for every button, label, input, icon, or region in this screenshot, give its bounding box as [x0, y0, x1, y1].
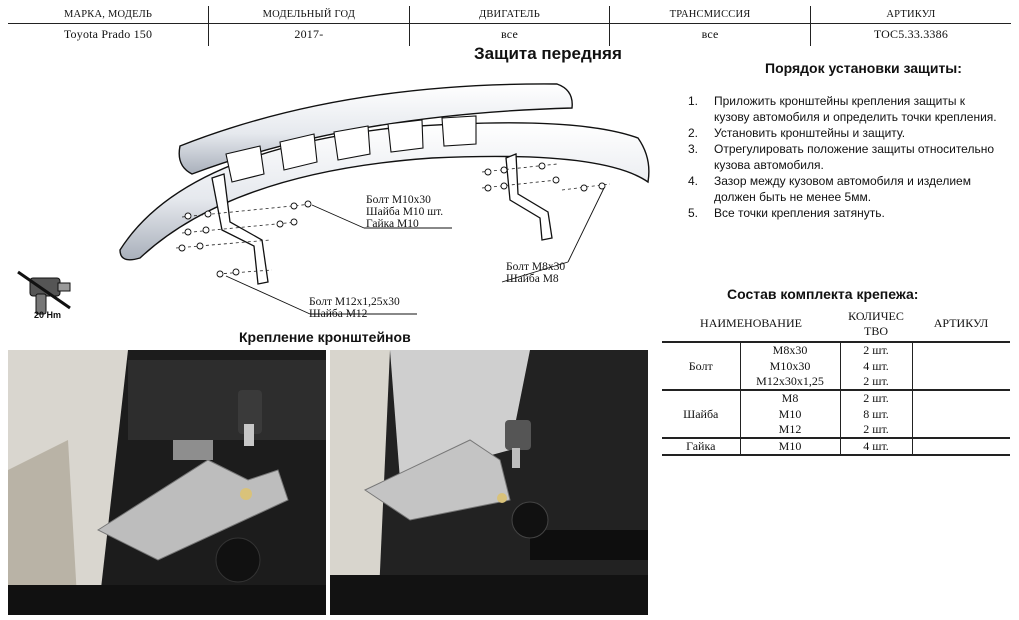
header-values-row: Toyota Prado 150 2017- все все TOC5.33.3… — [8, 23, 1011, 46]
kit-article-cell — [911, 437, 1010, 456]
torque-wrench-icon — [14, 264, 76, 322]
kit-header-article: АРТИКУЛ — [912, 306, 1010, 343]
guard-drawing-illustration — [119, 83, 650, 315]
table-row: М10х30 4 шт. — [662, 358, 1010, 374]
kit-header-name: НАИМЕНОВАНИЕ — [662, 306, 840, 343]
header-col-year: МОДЕЛЬНЫЙ ГОД — [208, 6, 410, 24]
value-year: 2017- — [208, 23, 410, 46]
instruction-step: 4. Зазор между кузовом автомобиля и изде… — [688, 174, 971, 204]
instruction-step: 5. Все точки крепления затянуть. — [688, 206, 885, 220]
m8-fasteners-label: Болт М8х30 Шайба М8 — [506, 261, 566, 285]
torque-label: 20 Hm — [34, 310, 62, 320]
header-col-model: МАРКА, МОДЕЛЬ — [8, 6, 209, 24]
header-row: МАРКА, МОДЕЛЬ МОДЕЛЬНЫЙ ГОД ДВИГАТЕЛЬ ТР… — [8, 6, 1011, 24]
instructions-title: Порядок установки защиты: — [765, 60, 962, 76]
page-title: Защита передняя — [474, 44, 622, 63]
value-transmission: все — [609, 23, 811, 46]
header-col-engine: ДВИГАТЕЛЬ — [408, 6, 610, 24]
value-article: TOC5.33.3386 — [809, 23, 1011, 46]
value-engine: все — [408, 23, 610, 46]
table-row: М12х30х1,25 2 шт. — [662, 374, 1010, 390]
kit-group-name: Шайба — [662, 389, 740, 438]
bracket-photo-left — [8, 350, 326, 615]
table-row: М10 8 шт. — [662, 406, 1010, 422]
kit-group-name: Болт — [688, 358, 713, 373]
instructions-list: 1. Приложить кронштейны крепления защиты… — [688, 93, 1013, 221]
table-row: Болт М8х30 2 шт. — [662, 342, 1010, 390]
kit-title: Состав комплекта крепежа: — [727, 286, 919, 302]
guard-drawing: Болт М10х30 Шайба М10 шт. Гайка М10 Болт… — [12, 62, 672, 334]
header-table: МАРКА, МОДЕЛЬ МОДЕЛЬНЫЙ ГОД ДВИГАТЕЛЬ ТР… — [8, 6, 1011, 46]
table-row: Гайка М10 4 шт. — [662, 437, 1010, 456]
mount-title: Крепление кронштейнов — [239, 329, 411, 345]
instruction-step: 1. Приложить кронштейны крепления защиты… — [688, 94, 997, 124]
header-col-article: АРТИКУЛ — [809, 6, 1011, 24]
value-model: Toyota Prado 150 — [63, 27, 153, 42]
kit-group-name: Гайка — [662, 437, 740, 456]
instruction-step: 3. Отрегулировать положение защиты относ… — [688, 142, 995, 172]
kit-article-cell — [911, 342, 1010, 390]
m10-fasteners-label: Болт М10х30 Шайба М10 шт. Гайка М10 — [366, 194, 444, 230]
header-col-transmission: ТРАНСМИССИЯ — [609, 6, 811, 24]
table-row: М12 2 шт. — [662, 422, 1010, 438]
m12-fasteners-label: Болт М12х1,25х30 Шайба М12 — [309, 296, 400, 320]
table-row: Шайба М8 2 шт. — [662, 389, 1010, 438]
instruction-step: 2. Установить кронштейны и защиту. — [688, 126, 906, 140]
bracket-photo-right — [330, 350, 648, 615]
kit-article-cell — [911, 389, 1010, 438]
